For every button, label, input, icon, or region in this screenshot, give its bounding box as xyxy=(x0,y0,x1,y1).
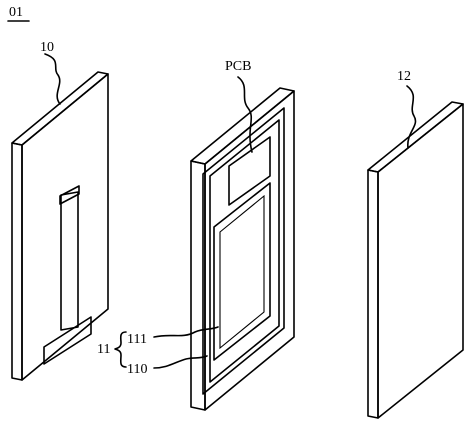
ref-12: 12 xyxy=(397,69,411,84)
figure-label-text: 01 xyxy=(9,5,23,20)
figure-label: 01 xyxy=(7,5,30,22)
connector-pad xyxy=(43,316,92,365)
frame-callouts: 11 111 110 xyxy=(97,326,219,377)
front-panel-top-edge xyxy=(367,101,464,173)
leader-pcb xyxy=(237,76,253,153)
frame-inner-wall xyxy=(202,107,285,395)
display-panel xyxy=(213,182,271,361)
front-panel-side-edge xyxy=(367,169,379,419)
front-panel-face xyxy=(377,103,464,419)
leader-10 xyxy=(44,53,61,105)
ref-111: 111 xyxy=(127,332,147,347)
frame-inner-floor xyxy=(209,119,280,383)
back-cover-face xyxy=(21,73,109,381)
frame-11: PCB xyxy=(190,59,295,411)
cable-head xyxy=(59,185,80,205)
display-panel-inner xyxy=(219,194,265,350)
front-panel-12: 12 xyxy=(367,69,464,419)
ref-10: 10 xyxy=(40,40,54,55)
back-cover-side-edge xyxy=(11,142,23,381)
leader-110 xyxy=(153,355,208,369)
flex-cable xyxy=(60,191,79,331)
leader-12 xyxy=(406,85,417,149)
leader-111 xyxy=(153,326,219,338)
frame-face xyxy=(204,90,295,411)
pcb-label: PCB xyxy=(225,59,251,74)
pcb-board xyxy=(228,136,271,206)
back-cover-10: 10 xyxy=(11,40,109,381)
ref-110: 110 xyxy=(127,362,147,377)
ref-11: 11 xyxy=(97,342,110,357)
callout-brace xyxy=(114,331,127,368)
